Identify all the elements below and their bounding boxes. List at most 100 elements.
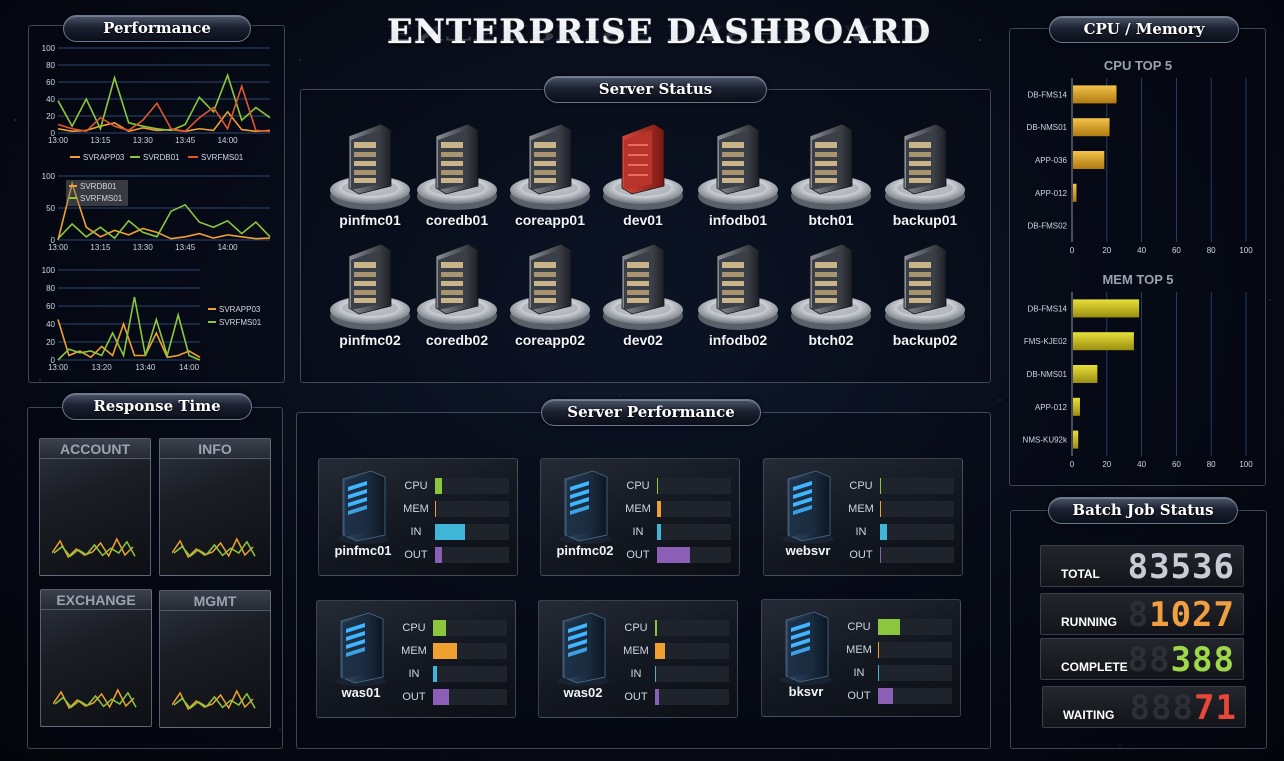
batch-value: 1027: [1149, 595, 1235, 635]
series-line-svrfms01: [57, 203, 271, 240]
x-tick-label: 13:45: [175, 243, 196, 252]
dashboard-title: ENTERPRISE DASHBOARD: [386, 12, 932, 52]
server-backup01[interactable]: backup01: [882, 120, 968, 228]
segment-display: 88871: [1130, 690, 1237, 726]
x-tick-label: 40: [1137, 246, 1146, 255]
metric-bar-in: [655, 666, 656, 682]
performance-panel-title: Performance: [63, 15, 251, 42]
server-coreapp01[interactable]: coreapp01: [507, 120, 593, 228]
server-icon: [882, 240, 968, 337]
legend-label: SVRFMS01: [80, 194, 123, 203]
metric-track: [435, 524, 509, 540]
server-icon: [882, 120, 968, 217]
response-card-exchange[interactable]: EXCHANGE: [40, 589, 152, 727]
server-pinfmc02[interactable]: pinfmc02: [327, 240, 413, 348]
y-tick-label: 100: [42, 172, 56, 181]
metric-label: IN: [853, 667, 865, 679]
metric-bar-mem: [433, 643, 457, 659]
series-line-svrfms01: [57, 296, 201, 361]
server-pinfmc01[interactable]: pinfmc01: [327, 120, 413, 228]
y-tick-label: 0: [51, 356, 56, 365]
sparkline-green: [173, 540, 256, 558]
metric-label: MEM: [623, 645, 649, 657]
server-label: dev01: [623, 212, 663, 228]
metric-label: IN: [410, 526, 422, 538]
category-label: DB-FMS14: [1027, 90, 1067, 99]
metric-track: [657, 501, 731, 517]
sparkline-green: [54, 691, 137, 709]
server-infodb01[interactable]: infodb01: [695, 120, 781, 228]
server-coredb02[interactable]: coredb02: [414, 240, 500, 348]
sparkline-green: [53, 540, 136, 558]
response-sparkline: [53, 688, 137, 710]
server-infodb02[interactable]: infodb02: [695, 240, 781, 348]
y-tick-label: 20: [46, 112, 55, 121]
server-backup02[interactable]: backup02: [882, 240, 968, 348]
x-tick-label: 13:00: [48, 363, 69, 372]
y-tick-label: 80: [46, 284, 55, 293]
response-card-account[interactable]: ACCOUNT: [39, 438, 151, 576]
response-sparkline: [172, 537, 256, 559]
metric-label: CPU: [402, 622, 426, 634]
server-icon: [788, 120, 874, 217]
server-btch02[interactable]: btch02: [788, 240, 874, 348]
category-label: DB-NMS01: [1027, 123, 1068, 132]
bar-db-nms01: [1073, 365, 1098, 383]
server-coredb01[interactable]: coredb01: [414, 120, 500, 228]
metric-in: IN: [619, 665, 731, 683]
metric-bar-mem: [657, 501, 661, 517]
metric-track: [657, 524, 731, 540]
server-label: dev02: [623, 332, 663, 348]
bar-db-fms14: [1073, 299, 1140, 318]
metric-bar-cpu: [433, 620, 447, 636]
metric-track: [657, 547, 731, 563]
x-tick-label: 13:00: [48, 243, 69, 252]
metric-label: CPU: [404, 480, 428, 492]
metric-track: [878, 619, 952, 635]
server-dev01[interactable]: dev01: [600, 120, 686, 228]
segment-display: 88388: [1128, 642, 1235, 678]
x-tick-label: 0: [1070, 460, 1075, 469]
x-tick-label: 13:15: [90, 136, 111, 145]
category-label: APP-012: [1035, 403, 1068, 412]
legend-box: [66, 180, 128, 206]
metric-cpu: CPU: [399, 477, 511, 495]
response-card-mgmt[interactable]: MGMT: [159, 590, 271, 728]
server-icon: [327, 240, 413, 337]
server-performance-panel-title: Server Performance: [541, 399, 761, 426]
x-tick-label: 0: [1070, 246, 1075, 255]
segment-ghost-digits: 88: [1127, 640, 1171, 680]
metric-mem: MEM: [844, 500, 956, 518]
segment-ghost-digits: 888: [1129, 688, 1195, 728]
server-label: btch01: [808, 212, 854, 228]
category-label: NMS-KU92k: [1023, 436, 1068, 445]
server-btch01[interactable]: btch01: [788, 120, 874, 228]
server-alert-icon: [600, 120, 686, 217]
metric-bar-out: [880, 547, 882, 563]
metric-label: MEM: [846, 644, 872, 656]
response-card-info[interactable]: INFO: [159, 438, 271, 576]
server-dev02[interactable]: dev02: [600, 240, 686, 348]
metric-track: [880, 478, 954, 494]
metric-in: IN: [842, 664, 954, 682]
legend-label: SVRAPP03: [219, 305, 261, 314]
x-tick-label: 13:30: [133, 136, 154, 145]
metric-out: OUT: [397, 688, 509, 706]
server-icon: [600, 240, 686, 337]
server-coreapp02[interactable]: coreapp02: [507, 240, 593, 348]
